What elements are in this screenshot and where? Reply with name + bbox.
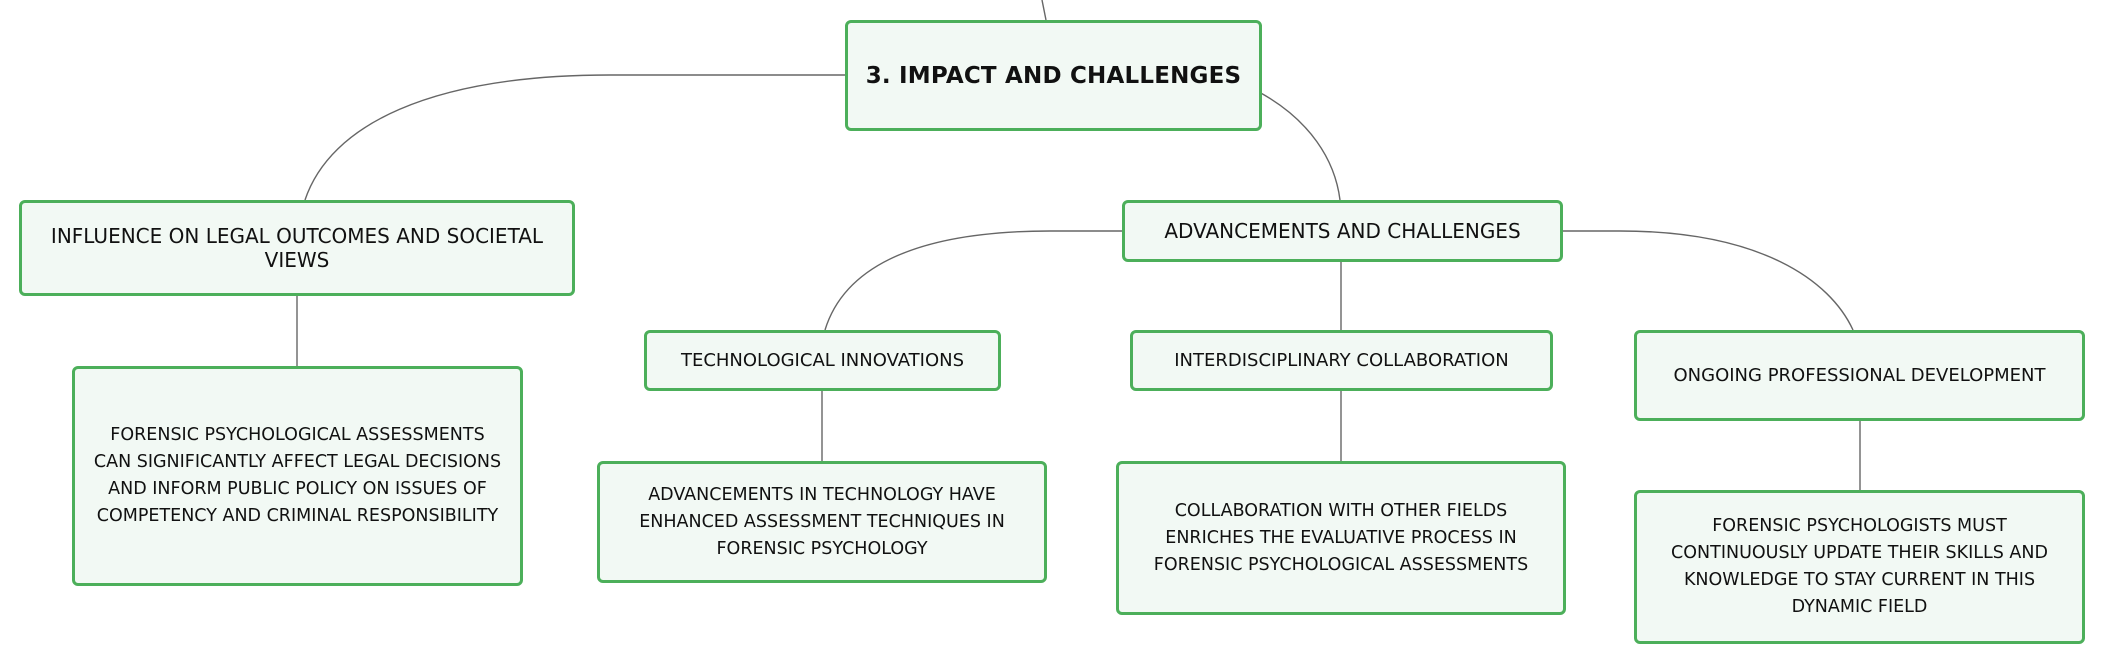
detail-node-interdisciplinary-collaboration[interactable]: COLLABORATION WITH OTHER FIELDS ENRICHES… bbox=[1116, 461, 1566, 615]
connector-advancements-to-tech bbox=[824, 230, 1122, 331]
branch-node-label: INFLUENCE ON LEGAL OUTCOMES AND SOCIETAL… bbox=[50, 224, 544, 272]
branch-node-influence-on-legal-outcomes[interactable]: INFLUENCE ON LEGAL OUTCOMES AND SOCIETAL… bbox=[19, 200, 575, 296]
detail-node-text: FORENSIC PSYCHOLOGISTS MUST CONTINUOUSLY… bbox=[1671, 516, 2048, 617]
branch-node-advancements-and-challenges[interactable]: ADVANCEMENTS AND CHALLENGES bbox=[1122, 200, 1563, 262]
sub-node-label: INTERDISCIPLINARY COLLABORATION bbox=[1174, 350, 1509, 371]
detail-node-text: COLLABORATION WITH OTHER FIELDS ENRICHES… bbox=[1153, 500, 1529, 575]
branch-node-label: ADVANCEMENTS AND CHALLENGES bbox=[1164, 219, 1521, 243]
sub-node-ongoing-professional-development[interactable]: ONGOING PROFESSIONAL DEVELOPMENT bbox=[1634, 330, 2085, 421]
root-node-label: 3. IMPACT AND CHALLENGES bbox=[865, 62, 1242, 89]
sub-node-interdisciplinary-collaboration[interactable]: INTERDISCIPLINARY COLLABORATION bbox=[1130, 330, 1553, 391]
detail-node-influence[interactable]: FORENSIC PSYCHOLOGICAL ASSESSMENTS CAN S… bbox=[72, 366, 523, 586]
detail-node-text: ADVANCEMENTS IN TECHNOLOGY HAVE ENHANCED… bbox=[639, 484, 1005, 559]
connector-root-to-advancements bbox=[1258, 91, 1341, 201]
sub-node-label: ONGOING PROFESSIONAL DEVELOPMENT bbox=[1673, 365, 2046, 386]
sub-node-label: TECHNOLOGICAL INNOVATIONS bbox=[680, 350, 965, 371]
detail-node-text: FORENSIC PSYCHOLOGICAL ASSESSMENTS CAN S… bbox=[93, 425, 502, 526]
sub-node-technological-innovations[interactable]: TECHNOLOGICAL INNOVATIONS bbox=[644, 330, 1001, 391]
detail-node-ongoing-professional-development[interactable]: FORENSIC PSYCHOLOGISTS MUST CONTINUOUSLY… bbox=[1634, 490, 2085, 644]
root-node-impact-and-challenges[interactable]: 3. IMPACT AND CHALLENGES bbox=[845, 20, 1262, 131]
connector-root-to-influence bbox=[304, 74, 845, 201]
detail-node-technological-innovations[interactable]: ADVANCEMENTS IN TECHNOLOGY HAVE ENHANCED… bbox=[597, 461, 1047, 583]
connector-parent-to-root bbox=[1041, 0, 1047, 21]
connector-advancements-to-development bbox=[1561, 230, 1854, 331]
